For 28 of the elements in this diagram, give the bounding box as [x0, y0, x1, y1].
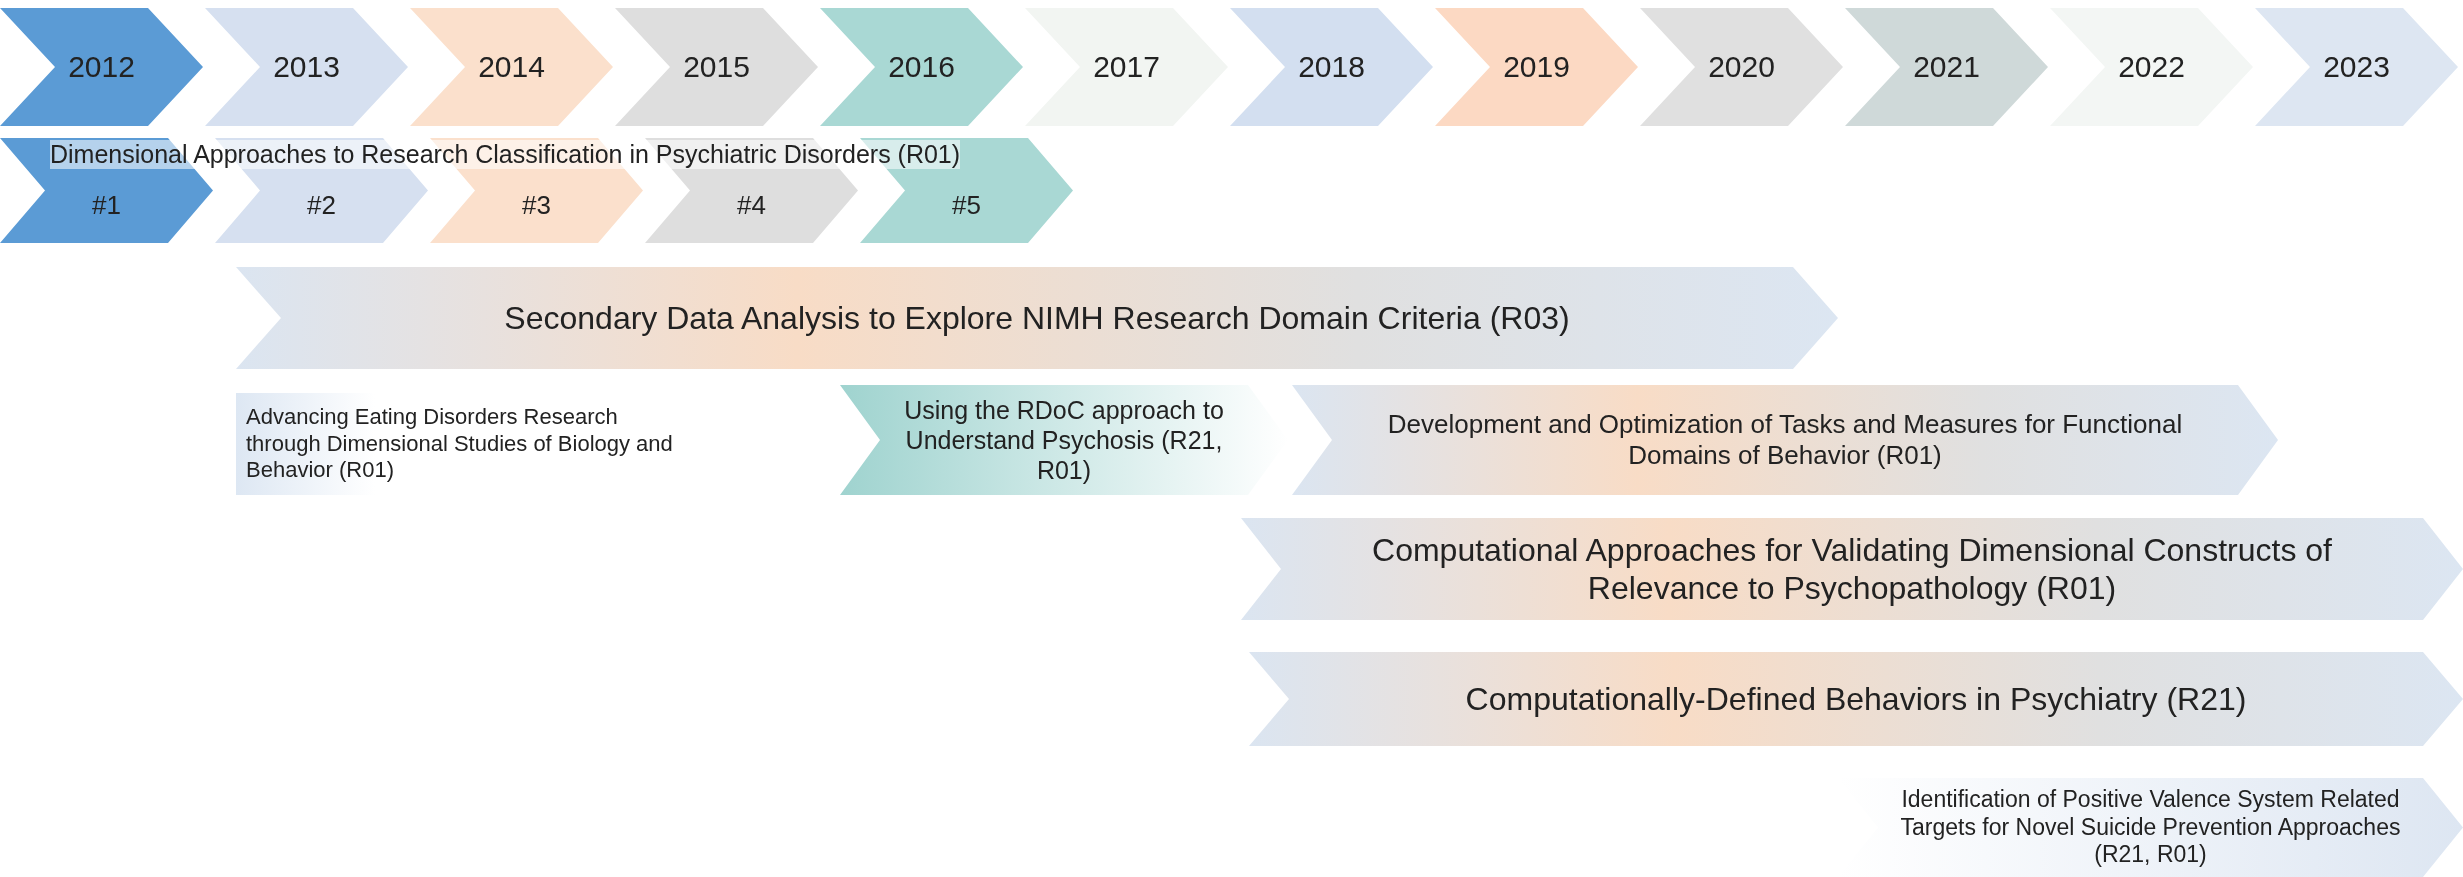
- year-label: 2012: [68, 49, 135, 85]
- program-title: Identification of Positive Valence System Related Targets for Novel Suicide Prevention Approaches (R21, R01): [1899, 786, 2402, 869]
- year-label: 2017: [1093, 49, 1160, 85]
- program-title: Computational Approaches for Validating Dimensional Constructs of Relevance to Psychopathology (R01): [1371, 530, 2333, 608]
- program-title: Development and Optimization of Tasks and Measures for Functional Domains of Behavior (R01): [1386, 408, 2184, 472]
- program-banner: [1241, 518, 2463, 620]
- year-label: 2022: [2118, 49, 2185, 85]
- cycle-number: #3: [522, 189, 551, 222]
- cycle-number: #1: [92, 189, 121, 222]
- cycle-number: #5: [952, 189, 981, 222]
- year-label: 2018: [1298, 49, 1365, 85]
- year-label: 2016: [888, 49, 955, 85]
- series-heading: Dimensional Approaches to Research Classification in Psychiatric Disorders (R01): [50, 140, 961, 169]
- year-label: 2014: [478, 49, 545, 85]
- year-label: 2013: [273, 49, 340, 85]
- program-banner: [1249, 652, 2463, 746]
- year-label: 2019: [1503, 49, 1570, 85]
- year-label: 2021: [1913, 49, 1980, 85]
- program-title: Computationally-Defined Behaviors in Psychiatry (R21): [1465, 679, 2247, 719]
- program-title: Using the RDoC approach to Understand Psychosis (R21, R01): [903, 395, 1225, 485]
- year-label: 2023: [2323, 49, 2390, 85]
- cycle-number: #4: [737, 189, 766, 222]
- program-title: Secondary Data Analysis to Explore NIMH Research Domain Criteria (R03): [504, 298, 1570, 338]
- year-segment: [0, 8, 203, 126]
- program-title: Advancing Eating Disorders Research through Dimensional Studies of Biology and Behavior (R01): [246, 404, 674, 484]
- year-label: 2020: [1708, 49, 1775, 85]
- year-label: 2015: [683, 49, 750, 85]
- cycle-number: #2: [307, 189, 336, 222]
